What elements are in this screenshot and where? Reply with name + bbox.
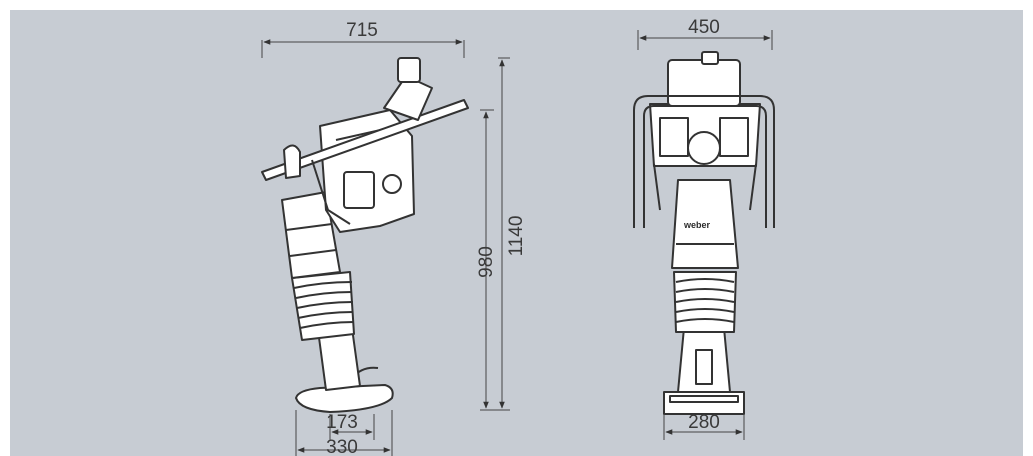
front-upper-body — [671, 179, 739, 269]
side-dimensions — [261, 39, 510, 456]
side-bellows — [291, 271, 355, 341]
drawing-panel — [10, 10, 1023, 456]
front-dimensions — [637, 30, 773, 440]
brand-label: weber — [683, 220, 711, 230]
front-bellows — [673, 271, 737, 333]
label-height-total: 1140 — [506, 216, 527, 257]
label-front-foot-width: 280 — [688, 412, 720, 433]
label-side-width: 715 — [346, 20, 378, 41]
label-front-width: 450 — [688, 17, 720, 38]
side-view-rammer — [261, 57, 469, 413]
label-foot-length: 173 — [326, 412, 358, 433]
side-fuel-tank — [383, 75, 433, 121]
label-foot-base: 330 — [326, 437, 358, 456]
front-view-rammer — [633, 51, 775, 415]
side-foot-plate — [295, 384, 394, 413]
front-lower-leg — [677, 327, 731, 393]
side-upper-body — [281, 191, 341, 279]
label-height-guide: 980 — [476, 246, 497, 278]
front-guide-frame — [633, 95, 775, 228]
